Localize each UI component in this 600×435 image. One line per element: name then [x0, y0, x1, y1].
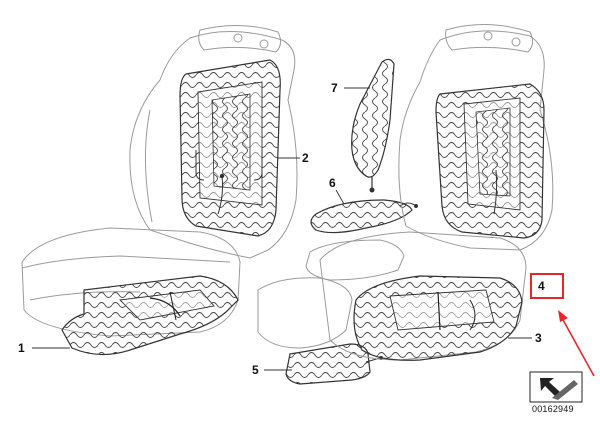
diagram-code: 00162949: [532, 404, 574, 414]
right-cushion-outline: [319, 231, 527, 361]
left-cushion-heater-mat: [61, 275, 239, 356]
callout-3: 3: [535, 331, 542, 345]
callout-2: 2: [302, 151, 309, 165]
callout-7: 7: [331, 81, 338, 95]
leader-lines: [32, 87, 532, 371]
left-headrest: [198, 24, 282, 53]
right-cushion-heater-mat: [353, 275, 523, 361]
corner-arrow-icon: [529, 371, 583, 403]
callout-5: 5: [252, 363, 259, 377]
callout-4: 4: [538, 279, 545, 293]
right-seat: [319, 24, 554, 361]
highlight-arrow: [558, 310, 595, 377]
side-bolster-heater-7: [351, 58, 395, 193]
callout-4-highlight-box: [530, 273, 564, 299]
left-backrest-heater-mat: [179, 59, 281, 237]
callout-1: 1: [18, 341, 25, 355]
callout-6: 6: [329, 176, 336, 190]
left-backrest-outline: [129, 31, 298, 259]
leader-6: [335, 189, 345, 205]
right-backrest-heater-mat: [435, 83, 545, 239]
